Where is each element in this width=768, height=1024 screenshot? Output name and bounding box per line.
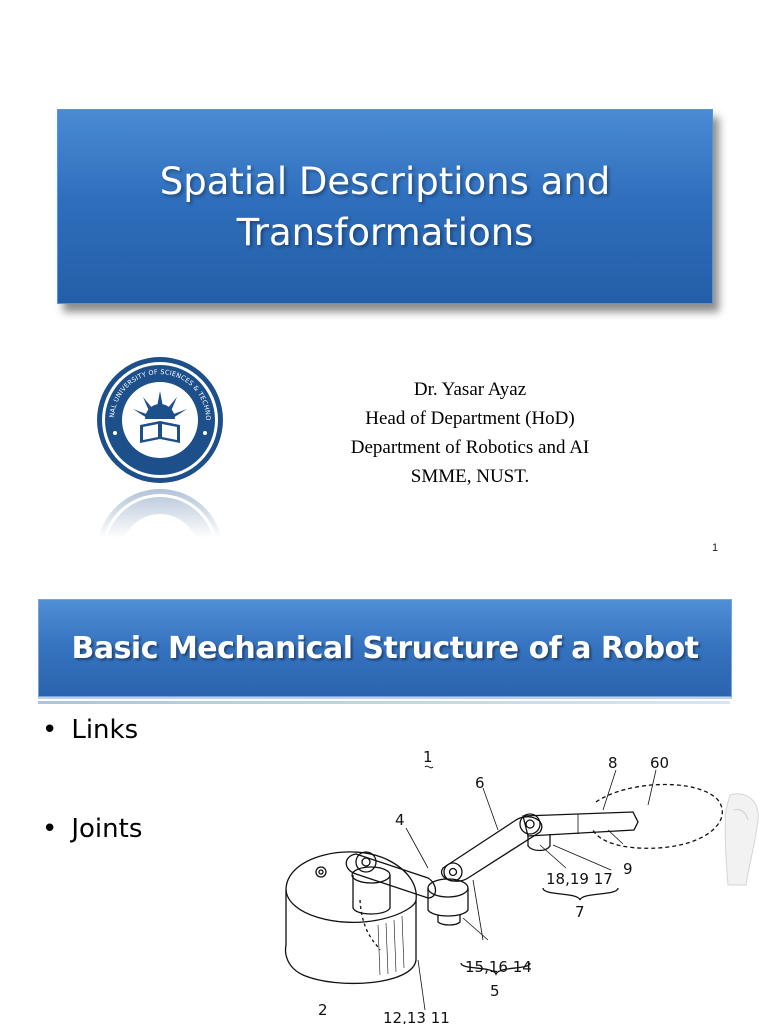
- author-title: Head of Department (HoD): [365, 408, 575, 429]
- presentation-title: Spatial Descriptions and Transformations: [160, 156, 611, 258]
- slide-title-banner: Basic Mechanical Structure of a Robot: [38, 599, 732, 697]
- label-7: 7: [575, 903, 585, 921]
- label-15-16-14: 15,16 14: [465, 958, 532, 976]
- bullet-dot-icon: •: [42, 814, 58, 844]
- svg-text:PAKISTAN: PAKISTAN: [143, 447, 177, 458]
- label-9: 9: [623, 860, 633, 878]
- divider: [38, 701, 730, 704]
- label-18-19-17: 18,19 17: [546, 870, 613, 888]
- robot-hand-image: [724, 793, 759, 886]
- label-6: 6: [475, 774, 485, 792]
- page-number: 1: [712, 542, 719, 554]
- bullet-joints: • Joints: [42, 814, 142, 844]
- label-60: 60: [650, 754, 669, 772]
- author-block: Dr. Yasar Ayaz Head of Department (HoD) …: [300, 375, 640, 491]
- robot-arm-diagram: 1 2 4 5 6 7 8 9 60 12,13 11 15,16 14 18,…: [284, 750, 723, 1024]
- bullet-dot-icon: •: [42, 715, 58, 745]
- bullet-links: • Links: [42, 715, 138, 745]
- label-12-13-11: 12,13 11: [383, 1009, 450, 1024]
- label-1: 1: [423, 750, 433, 766]
- label-2: 2: [318, 1001, 328, 1019]
- title-line-2: Transformations: [236, 210, 534, 254]
- title-line-1: Spatial Descriptions and: [159, 159, 611, 203]
- bullet-text: Joints: [71, 814, 143, 844]
- slide-title: Basic Mechanical Structure of a Robot: [71, 630, 699, 666]
- university-logo: NATIONAL UNIVERSITY OF SCIENCES & TECHNO…: [92, 349, 225, 485]
- author-department: Department of Robotics and AI: [350, 437, 590, 458]
- author-institution: SMME, NUST.: [410, 466, 530, 487]
- bullet-text: Links: [71, 715, 139, 745]
- label-4: 4: [395, 811, 405, 829]
- author-name: Dr. Yasar Ayaz: [413, 379, 527, 400]
- content-slide: Basic Mechanical Structure of a Robot • L…: [0, 575, 768, 1024]
- logo-reflection: [95, 487, 225, 547]
- label-8: 8: [608, 754, 618, 772]
- title-slide: Spatial Descriptions and Transformations…: [57, 109, 719, 554]
- label-5: 5: [490, 982, 500, 1000]
- title-banner: Spatial Descriptions and Transformations: [57, 109, 713, 304]
